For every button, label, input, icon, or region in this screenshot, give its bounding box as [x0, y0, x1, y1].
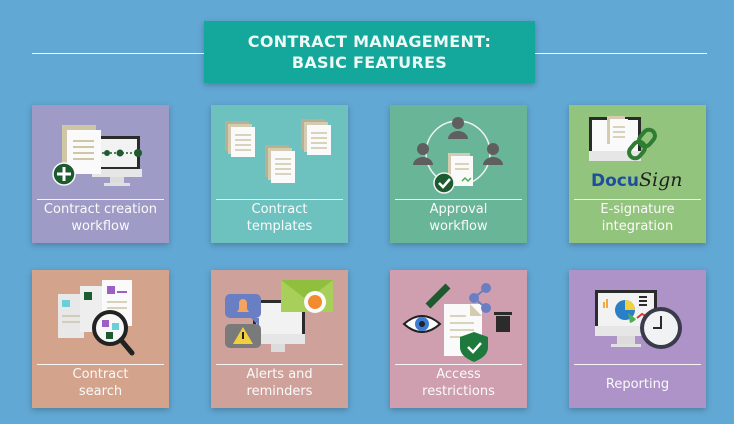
report-clock-icon [595, 290, 682, 349]
tile-divider [574, 364, 701, 365]
alerts-monitor-icon [225, 280, 333, 352]
docusign-icon [589, 116, 657, 161]
tile-divider [37, 364, 164, 365]
tile-divider [216, 364, 343, 365]
tile-divider [37, 199, 164, 200]
tile-divider [395, 364, 522, 365]
header-rule-left [32, 53, 204, 54]
tile-divider [574, 199, 701, 200]
approval-cycle-icon [413, 117, 503, 194]
tile-reporting: Reporting [569, 270, 706, 408]
tile-divider [216, 199, 343, 200]
tile-divider [395, 199, 522, 200]
header-rule-right [535, 53, 707, 54]
docusign-logo: DocuSign [591, 169, 683, 191]
page-title: CONTRACT MANAGEMENT: BASIC FEATURES [204, 21, 535, 83]
document-search-icon [58, 280, 135, 356]
tile-label: Reporting [605, 377, 670, 392]
title-line-2: BASIC FEATURES [291, 53, 448, 72]
document-stacks-icon [225, 119, 331, 183]
document-monitor-plus-icon [52, 125, 142, 186]
title-line-1: CONTRACT MANAGEMENT: [247, 32, 492, 51]
access-shield-icon [402, 283, 512, 362]
